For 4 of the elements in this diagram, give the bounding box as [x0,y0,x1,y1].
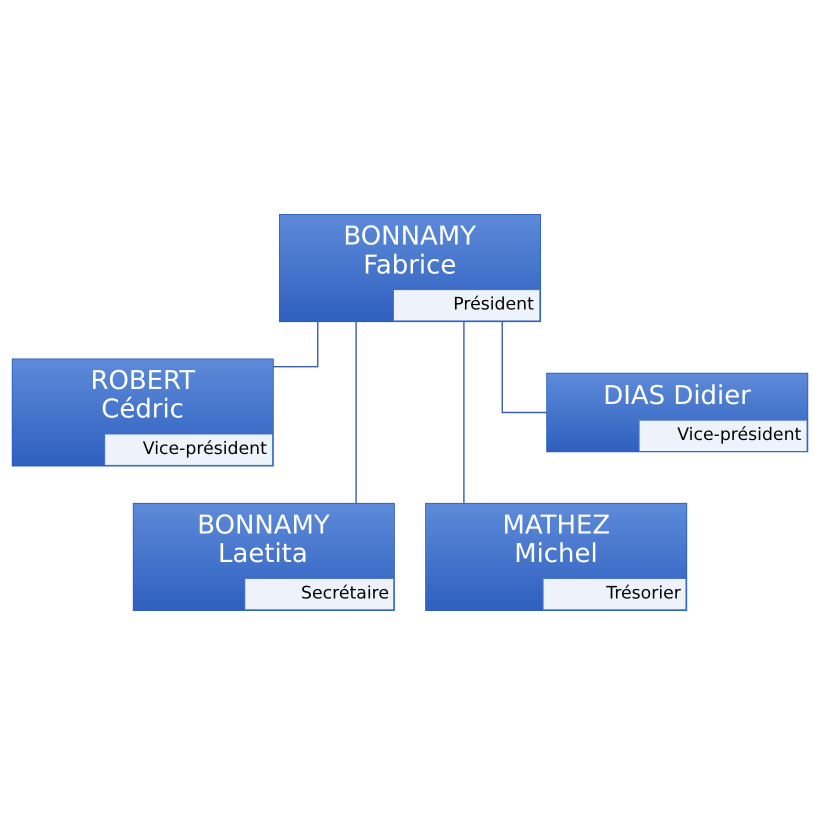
connector [355,321,357,503]
connector [273,321,318,367]
connector [463,321,465,503]
connector [502,321,547,413]
